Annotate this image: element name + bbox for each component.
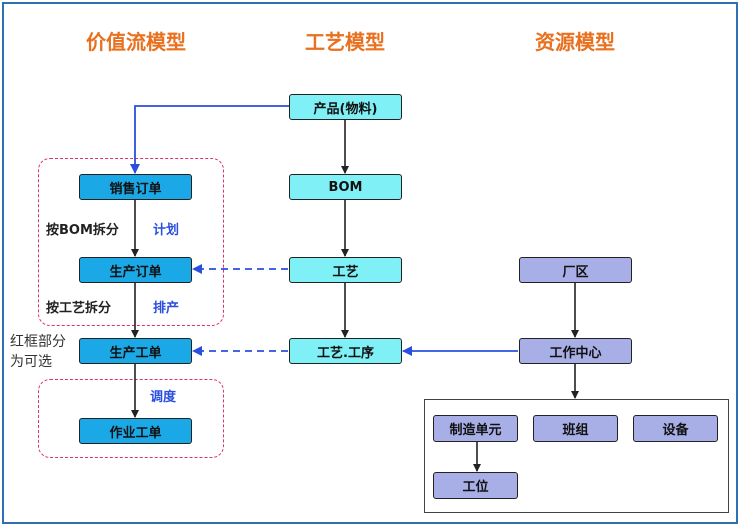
label-plan: 计划 (153, 223, 180, 238)
optional-note-line1: 红框部分 (10, 334, 66, 350)
node-process[interactable]: 工艺 (289, 257, 402, 283)
header-value-stream-model: 价值流模型 (86, 30, 186, 54)
node-process-operation[interactable]: 工艺.工序 (289, 338, 402, 364)
optional-frame-upper (38, 158, 224, 326)
header-process-model: 工艺模型 (305, 30, 385, 54)
node-sales-order[interactable]: 销售订单 (79, 174, 192, 200)
node-work-station[interactable]: 工位 (433, 472, 518, 499)
node-equipment[interactable]: 设备 (633, 415, 718, 442)
node-manufacturing-unit[interactable]: 制造单元 (433, 415, 518, 442)
node-production-work-order[interactable]: 生产工单 (79, 338, 192, 364)
node-production-order[interactable]: 生产订单 (79, 257, 192, 283)
label-schedule: 排产 (153, 301, 180, 316)
label-split-by-bom: 按BOM拆分 (46, 223, 119, 238)
node-work-center[interactable]: 工作中心 (519, 338, 632, 364)
optional-note: 红框部分 为可选 (10, 332, 66, 372)
node-factory[interactable]: 厂区 (519, 257, 632, 283)
label-dispatch: 调度 (150, 390, 177, 405)
optional-frame-lower (38, 379, 224, 458)
node-job-order[interactable]: 作业工单 (79, 418, 192, 444)
label-split-by-process: 按工艺拆分 (46, 301, 112, 316)
node-bom[interactable]: BOM (289, 174, 402, 200)
node-team[interactable]: 班组 (533, 415, 618, 442)
arrow-product-to-sales-order (130, 105, 289, 174)
node-product-material[interactable]: 产品(物料) (289, 94, 402, 120)
header-resource-model: 资源模型 (535, 30, 615, 54)
optional-note-line2: 为可选 (10, 354, 52, 370)
